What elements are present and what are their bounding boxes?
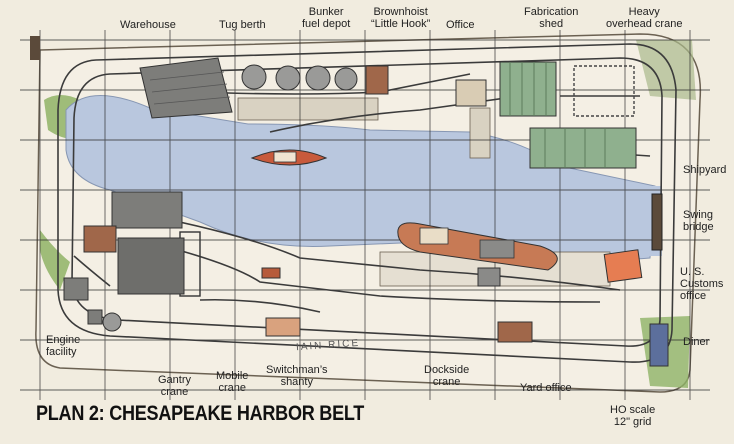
label-brownhoist: Brownhoist “Little Hook” xyxy=(371,6,431,30)
tug-boat xyxy=(250,149,328,166)
label-diner: Diner xyxy=(683,336,710,348)
swing-bridge-structure xyxy=(651,193,663,251)
grass-area xyxy=(40,230,70,290)
siding-track xyxy=(199,298,321,313)
label-heavy-overhead-crane: Heavy overhead crane xyxy=(606,6,683,30)
main-loop-track xyxy=(57,43,677,363)
label-shipyard: Shipyard xyxy=(683,164,727,176)
siding-track xyxy=(139,239,601,303)
grass-area xyxy=(636,40,696,100)
siding-track xyxy=(119,209,621,291)
label-switchmans-shanty: Switchman’s shanty xyxy=(266,364,328,388)
label-tug-berth: Tug berth xyxy=(219,19,266,31)
siding-track xyxy=(269,95,521,133)
office-building xyxy=(455,79,487,107)
yard-office-building xyxy=(497,321,533,343)
bunker-fuel-tanks xyxy=(241,64,358,91)
waterfront-warehouse xyxy=(111,191,183,229)
cargo-ship xyxy=(397,222,558,271)
fabrication-shed xyxy=(499,61,557,117)
label-dockside-crane: Dockside crane xyxy=(424,364,470,388)
label-gantry-crane: Gantry crane xyxy=(158,374,192,398)
plan-title: PLAN 2: CHESAPEAKE HARBOR BELT xyxy=(36,402,365,425)
customs-office-building xyxy=(603,249,643,283)
pier xyxy=(237,97,379,121)
label-fabrication-shed: Fabrication shed xyxy=(524,6,579,30)
label-warehouse: Warehouse xyxy=(120,19,176,31)
pier xyxy=(469,107,491,159)
waterfront-warehouse xyxy=(117,237,185,295)
label-office: Office xyxy=(446,19,475,31)
label-yard-office: Yard office xyxy=(520,382,572,394)
track-plan xyxy=(57,43,677,363)
brownhoist-building xyxy=(365,65,389,95)
dockside-crane-structure xyxy=(477,267,501,287)
siding-track xyxy=(73,255,111,287)
scale-grid xyxy=(20,30,710,400)
waterfront-shed xyxy=(83,225,117,253)
label-engine-facility: Engine facility xyxy=(46,334,81,358)
scale-note: HO scale 12" grid xyxy=(610,404,656,428)
engine-facility-structure xyxy=(63,277,122,332)
diner-building xyxy=(649,323,669,367)
label-us-customs-office: U. S. Customs office xyxy=(680,266,724,302)
warehouse-building xyxy=(139,57,233,119)
mobile-crane-structure xyxy=(261,267,281,279)
label-mobile-crane: Mobile crane xyxy=(216,370,249,394)
heavy-overhead-crane-structure xyxy=(573,65,635,117)
label-swing-bridge: Swing bridge xyxy=(683,209,714,233)
shipyard-shed xyxy=(529,127,637,169)
label-bunker-fuel-depot: Bunker fuel depot xyxy=(302,6,351,30)
inner-loop-track xyxy=(71,57,663,347)
edge-marker xyxy=(30,36,40,60)
switchmans-shanty-building xyxy=(265,317,301,337)
